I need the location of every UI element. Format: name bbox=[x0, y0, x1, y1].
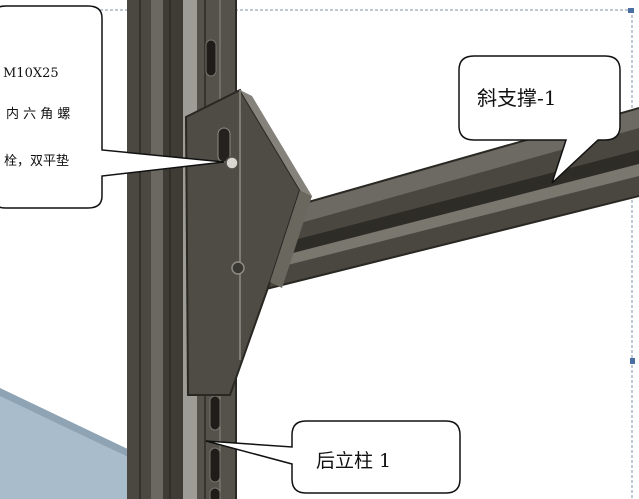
callout-bolt-line3: 栓，双平垫 bbox=[4, 153, 69, 169]
shelf-panel-edge bbox=[0, 388, 155, 470]
callout-column-label: 后立柱 1 bbox=[316, 450, 391, 472]
frame-marker bbox=[630, 358, 635, 364]
shelf-panel bbox=[0, 395, 150, 499]
callout-brace: 斜支撑-1 bbox=[458, 55, 621, 184]
callout-column: 后立柱 1 bbox=[205, 420, 461, 494]
callout-bolt-line1: M10X25 bbox=[3, 66, 59, 81]
callout-bolt: M10X25 内 六 角 螺 栓，双平垫 bbox=[0, 5, 225, 209]
callout-brace-label: 斜支撑-1 bbox=[477, 86, 556, 110]
bolt-slot bbox=[217, 127, 231, 163]
connecting-plate bbox=[184, 88, 312, 396]
bolt-head bbox=[225, 156, 239, 170]
column-slots bbox=[205, 39, 221, 499]
dashed-frame bbox=[0, 9, 633, 499]
frame-marker bbox=[628, 8, 634, 13]
bolt-hole-lower bbox=[231, 261, 245, 275]
callout-bolt-line2: 内 六 角 螺 bbox=[6, 106, 70, 122]
